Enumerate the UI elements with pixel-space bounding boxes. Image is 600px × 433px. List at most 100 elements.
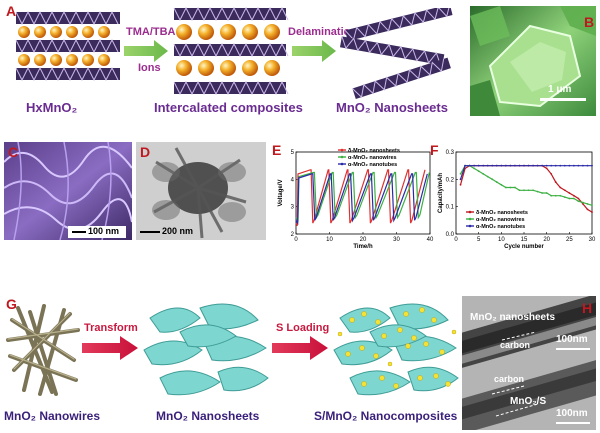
data-point — [473, 167, 476, 170]
data-point — [514, 186, 516, 189]
data-point — [527, 189, 530, 192]
y-tick-label: 3 — [291, 205, 295, 211]
x-tick-label: 0 — [454, 237, 458, 243]
arrow1-label-line2: Ions — [138, 62, 161, 74]
mno2-nanosheets-illustration — [143, 303, 269, 396]
s-mno2-nanocomposites-illustration — [333, 303, 459, 396]
data-point — [464, 164, 466, 167]
data-point — [554, 164, 557, 167]
legend-label-2: α-MnO₂ nanotubes — [476, 224, 525, 230]
data-point — [550, 194, 553, 197]
data-point — [582, 201, 584, 204]
layer-slab-2 — [15, 38, 120, 54]
data-point — [545, 192, 548, 194]
data-point — [577, 164, 580, 167]
series-line-2 — [295, 173, 428, 226]
legend-marker-0 — [340, 148, 344, 152]
data-point — [563, 164, 566, 167]
data-point — [541, 164, 544, 167]
data-point — [482, 172, 485, 175]
g-caption-3: S/MnO₂ Nanocomposites — [314, 409, 458, 423]
data-point — [459, 172, 462, 175]
panel-label-b: B — [584, 14, 595, 30]
data-point — [568, 197, 571, 200]
data-point — [550, 172, 553, 175]
data-point — [591, 204, 593, 207]
legend-marker-2 — [468, 224, 472, 228]
legend-marker-1 — [340, 155, 344, 159]
data-point — [495, 181, 498, 183]
series-line-1 — [459, 165, 593, 206]
panel-label-d: D — [140, 144, 151, 160]
data-point — [572, 194, 575, 197]
y-tick-label: 0.0 — [446, 232, 455, 238]
sem-platelets — [470, 6, 596, 116]
arrow1-label-line1: TMA/TBA — [126, 26, 176, 38]
data-point — [482, 164, 485, 167]
h-bottom-label: MnO₂/S — [510, 396, 547, 407]
data-point — [523, 164, 525, 167]
data-point — [468, 164, 471, 167]
stage2-caption: Intercalated composites — [154, 100, 303, 115]
data-point — [572, 164, 575, 167]
h-scale-bar-top — [556, 348, 590, 350]
data-point — [541, 192, 544, 194]
h-carbon-bottom: carbon — [494, 374, 525, 384]
data-point — [518, 189, 521, 192]
y-tick-label: 0.2 — [446, 177, 455, 183]
data-point — [563, 196, 566, 198]
y-tick-label: 2 — [291, 232, 295, 238]
data-point — [545, 167, 548, 170]
ion-row-1 — [18, 26, 110, 38]
data-point — [591, 211, 593, 214]
data-point — [582, 203, 584, 205]
x-tick-label: 30 — [393, 237, 400, 243]
scale-c-box — [68, 226, 126, 238]
series-line-1 — [295, 171, 430, 223]
data-point — [459, 178, 462, 181]
data-point — [591, 164, 593, 167]
panel-label-g: G — [6, 296, 17, 312]
data-point — [586, 203, 589, 205]
panel-label-e: E — [272, 142, 282, 158]
legend-marker-1 — [468, 217, 472, 221]
data-point — [577, 200, 580, 203]
y-axis-label: Capacity/mAh — [438, 173, 444, 213]
x-tick-label: 20 — [543, 237, 550, 243]
data-point — [495, 164, 498, 167]
data-point — [500, 183, 503, 186]
data-point — [459, 183, 462, 186]
arrow2-label: Delamination — [288, 26, 358, 38]
tem-flower — [136, 142, 266, 240]
panel-label-c: C — [8, 144, 19, 160]
layer-slab-3 — [173, 80, 289, 96]
tem-image-panel-h — [462, 296, 596, 430]
sem-image-panel-c — [4, 142, 132, 240]
h-scale-bar-bottom — [556, 422, 590, 424]
data-point — [514, 164, 516, 167]
sheet-2 — [339, 36, 445, 66]
sheet-1 — [344, 8, 453, 42]
ion-row-2 — [18, 54, 110, 66]
panel-label-h: H — [582, 300, 593, 316]
layer-slab-2 — [173, 42, 289, 58]
data-point — [572, 197, 575, 200]
scale-bar-c — [72, 231, 86, 233]
y-tick-label: 5 — [291, 150, 295, 156]
layer-slab-3 — [15, 66, 120, 82]
data-point — [586, 164, 589, 167]
data-point — [523, 189, 525, 192]
x-tick-label: 0 — [294, 237, 298, 243]
legend-marker-2 — [340, 162, 344, 166]
intercalated-composite-structure — [173, 6, 289, 96]
panel-label-a: A — [6, 3, 17, 19]
layer-slab-1 — [15, 10, 120, 26]
data-point — [486, 175, 489, 178]
ion-row-2 — [176, 60, 280, 76]
hxmno2-layered-structure — [15, 10, 120, 82]
y-axis-label: Voltage/V — [278, 180, 284, 207]
panel-label-f: F — [430, 142, 439, 158]
scale-b-text: 1 μm — [548, 84, 572, 95]
